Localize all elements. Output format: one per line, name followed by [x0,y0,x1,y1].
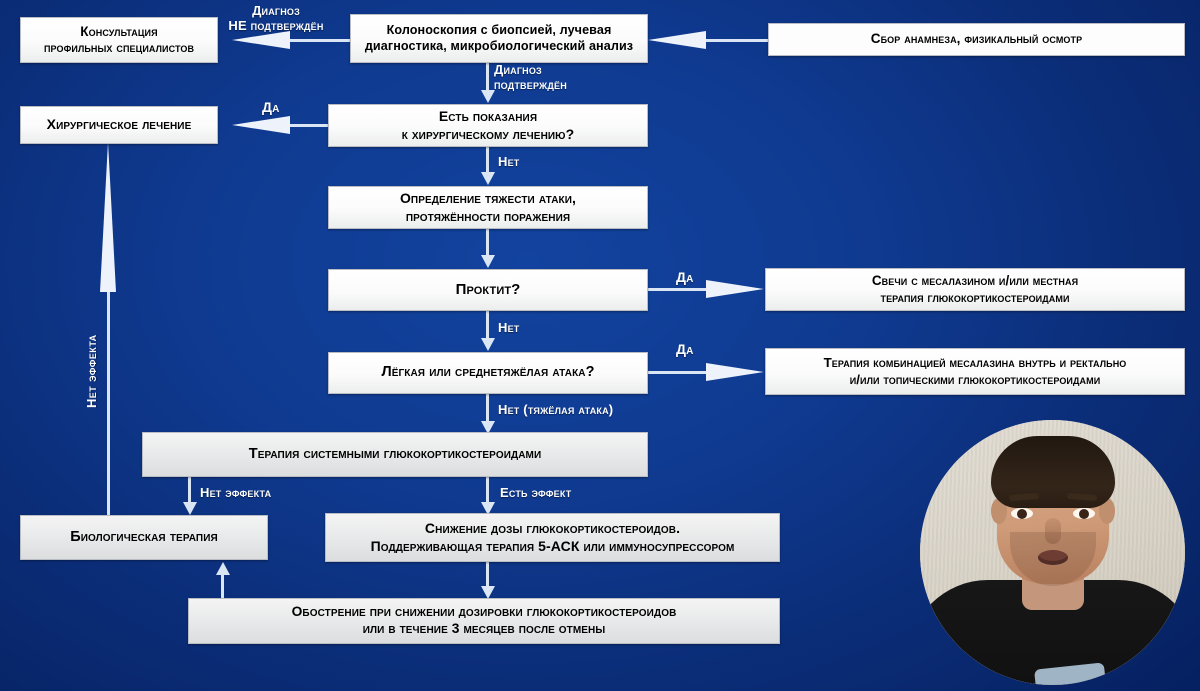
arrowhead-colonoscopy-to-surgery-question [481,90,495,103]
arrowhead-proctitis-to-mesalazine [706,280,764,298]
node-systemic-glucocorticosteroids[interactable]: Терапия системными глюкокортикостероидам… [142,432,648,477]
presenter-eye-left [1010,508,1033,519]
node-taper-maintenance[interactable]: Снижение дозы глюкокортикостероидов.Подд… [325,513,780,562]
edge-label-no-effect: Нет эффекта [200,485,272,500]
node-relapse[interactable]: Обострение при снижении дозировки глюкок… [188,598,780,644]
edge-label-surgery-yes: Да [262,99,280,115]
connector-attack-to-systemic [486,394,489,430]
presenter-mouth [1037,550,1068,565]
edge-label-proctitis-yes: Да [676,269,694,285]
edge-label-no-effect-vertical: Нет эффекта [84,334,99,408]
arrowhead-attack-to-systemic [481,421,495,434]
connector-attack-to-combo [648,371,714,374]
connector-taper-to-relapse [486,562,489,588]
arrowhead-colonoscopy-to-consult [232,31,290,49]
node-attack-question[interactable]: Лёгкая или среднетяжёлая атака? [328,352,648,394]
presenter-ear-right [1098,498,1115,524]
edge-label-diagnosis-confirmed: Диагноз подтверждён [494,62,614,92]
edge-label-diagnosis-confirmed-line2: подтверждён [494,76,567,92]
arrowhead-systemic-to-biologic [183,502,197,515]
node-combination-therapy-label: Терапия комбинацией месалазина внутрь и … [823,355,1127,387]
connector-surgery-question-to-surgery [290,124,350,127]
node-taper-maintenance-label: Снижение дозы глюкокортикостероидов.Подд… [370,520,735,554]
connector-severity-to-proctitis [486,229,489,263]
connector-systemic-to-taper [486,477,489,505]
connector-surgery-question-to-severity [486,147,489,179]
node-biologic-therapy-label: Биологическая терапия [70,528,218,545]
node-proctitis-question[interactable]: Проктит? [328,269,648,311]
arrowhead-severity-to-proctitis [481,255,495,268]
edge-label-diagnosis-not-confirmed-line2: НЕ подтверждён [228,17,324,33]
node-relapse-label: Обострение при снижении дозировки глюкок… [291,604,677,636]
edge-label-proctitis-no: Нет [498,320,520,335]
edge-label-diagnosis-not-confirmed-line1: Диагноз [252,3,300,18]
presenter-nose [1044,518,1061,544]
edge-label-diagnosis-confirmed-line1: Диагноз [494,62,542,77]
connector-relapse-to-biologic [221,573,224,600]
arrowhead-proctitis-to-attack [481,338,495,351]
edge-label-has-effect: Есть эффект [500,485,572,500]
arrowhead-attack-to-combo [706,363,764,381]
arrowhead-relapse-to-biologic [216,562,230,575]
node-attack-question-label: Лёгкая или среднетяжёлая атака? [381,364,595,381]
connector-proctitis-to-attack [486,311,489,345]
node-anamnesis[interactable]: Сбор анамнеза, физикальный осмотр [768,23,1185,56]
node-proctitis-question-label: Проктит? [455,280,521,298]
arrowhead-surgery-question-to-surgery [232,116,290,134]
edge-label-diagnosis-not-confirmed: Диагноз НЕ подтверждён [212,3,340,33]
presenter-webcam-overlay [920,420,1185,685]
arrowhead-anamnesis-to-colonoscopy [648,31,706,49]
connector-colonoscopy-to-surgery-question [486,62,489,94]
arrowhead-surgery-question-to-severity [481,172,495,185]
presenter-eye-right [1072,508,1095,519]
arrowhead-systemic-to-taper [481,502,495,515]
connector-systemic-to-biologic [188,477,191,505]
connector-anamnesis-to-colonoscopy [700,39,768,42]
connector-colonoscopy-to-consult [290,39,350,42]
node-biologic-therapy[interactable]: Биологическая терапия [20,515,268,560]
node-systemic-glucocorticosteroids-label: Терапия системными глюкокортикостероидам… [248,445,542,462]
node-anamnesis-label: Сбор анамнеза, физикальный осмотр [870,31,1083,47]
node-severity-label: Определение тяжести атаки,протяжённости … [399,190,577,224]
arrowhead-taper-to-relapse [481,586,495,599]
node-surgery-label: Хирургическое лечение [46,116,192,133]
connector-biologic-to-surgery [107,290,110,515]
node-severity[interactable]: Определение тяжести атаки,протяжённости … [328,186,648,229]
presenter-ear-left [990,498,1007,524]
edge-label-attack-yes: Да [676,341,694,357]
edge-label-attack-no: Нет (тяжёлая атака) [498,402,614,417]
node-combination-therapy[interactable]: Терапия комбинацией месалазина внутрь и … [765,348,1185,395]
node-surgery[interactable]: Хирургическое лечение [20,106,218,144]
connector-proctitis-to-mesalazine [648,288,714,291]
arrowhead-biologic-to-surgery [100,142,116,292]
edge-label-surgery-no: Нет [498,154,520,169]
